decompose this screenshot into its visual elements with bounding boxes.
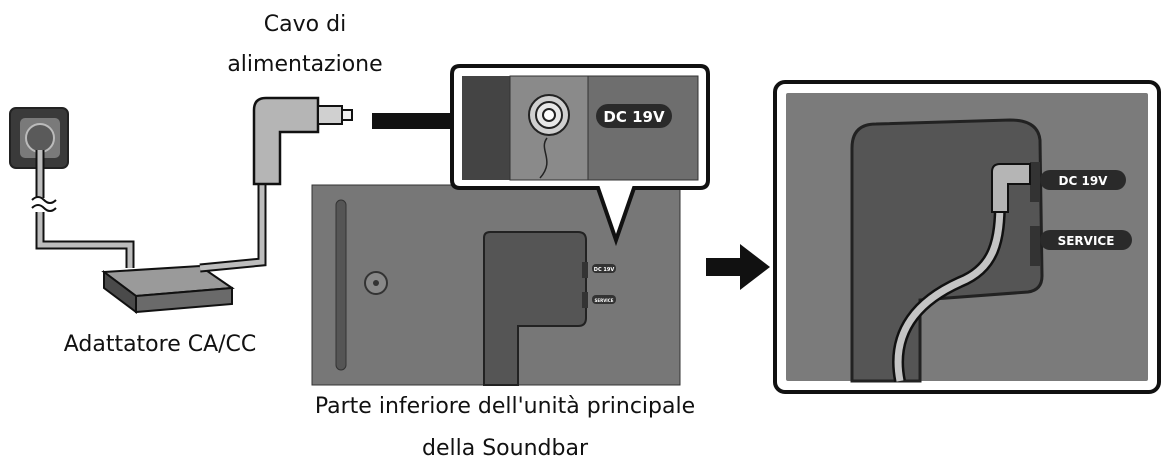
soundbar-bottom-line2: della Soundbar bbox=[422, 436, 588, 461]
cable-label: Cavo di alimentazione bbox=[215, 10, 395, 80]
power-adapter-icon bbox=[101, 264, 235, 314]
connected-detail-panel: DC 19V SERVICE bbox=[773, 80, 1161, 394]
soundbar-bottom-label: Parte inferiore dell'unità principale de… bbox=[270, 392, 740, 464]
cable-label-line1: Cavo di bbox=[263, 12, 347, 37]
adapter-label: Adattatore CA/CC bbox=[63, 332, 257, 357]
dc-plug-icon bbox=[252, 96, 353, 186]
callout-dc-label: DC 19V bbox=[603, 108, 665, 126]
port-callout: DC 19V bbox=[450, 64, 710, 247]
detail-service-label: SERVICE bbox=[1058, 234, 1115, 248]
small-service-label: SERVICE bbox=[595, 298, 614, 303]
right-arrow-icon bbox=[706, 244, 770, 290]
power-cord bbox=[31, 150, 135, 268]
small-dc-label: DC 19V bbox=[594, 267, 615, 273]
cable-label-line2: alimentazione bbox=[227, 52, 383, 77]
detail-dc-label: DC 19V bbox=[1059, 174, 1109, 188]
dc-cable bbox=[199, 175, 267, 273]
soundbar-bottom-line1: Parte inferiore dell'unità principale bbox=[314, 394, 696, 419]
wall-outlet-icon bbox=[9, 107, 69, 169]
